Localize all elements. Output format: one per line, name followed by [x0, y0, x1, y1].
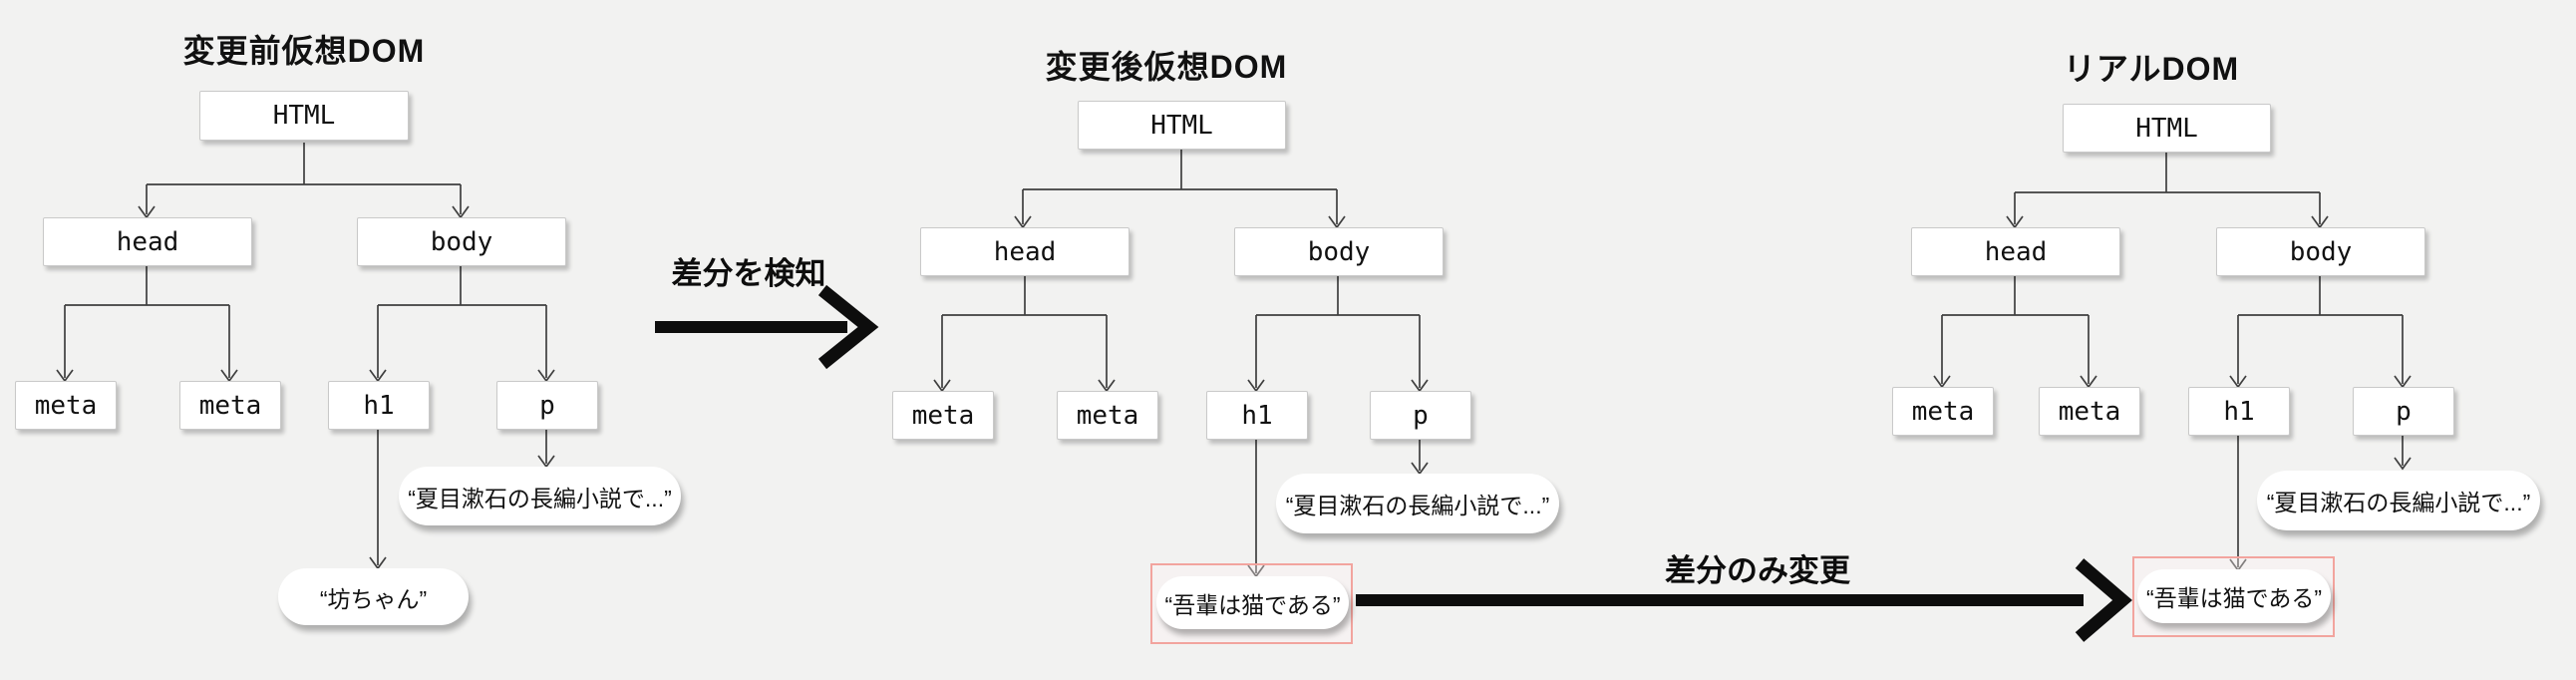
node-meta-2: meta — [179, 381, 281, 430]
node-h1: h1 — [1206, 391, 1308, 440]
node-h1: h1 — [2188, 387, 2290, 436]
node-head: head — [920, 227, 1129, 276]
node-meta-1: meta — [1892, 387, 1994, 436]
node-p: p — [496, 381, 598, 430]
diff-apply-arrow-icon — [1356, 558, 2132, 642]
tree-title: リアルDOM — [2063, 51, 2240, 87]
node-head: head — [43, 217, 252, 266]
node-meta-1: meta — [892, 391, 994, 440]
text-leaf-h1: “吾輩は猫である” — [2137, 569, 2331, 623]
tree-title: 変更後仮想DOM — [1045, 49, 1288, 85]
node-meta-1: meta — [15, 381, 117, 430]
diff-detect-arrow-icon — [655, 284, 879, 370]
text-leaf-h1: “坊ちゃん” — [278, 568, 469, 625]
node-head: head — [1911, 227, 2120, 276]
diff-detect-label: 差分を検知 — [671, 256, 826, 291]
node-body: body — [1234, 227, 1444, 276]
node-body: body — [357, 217, 566, 266]
node-html: HTML — [1078, 101, 1286, 150]
text-leaf-h1: “吾輩は猫である” — [1156, 576, 1349, 629]
text-leaf-p: “夏目漱石の長編小説で...” — [2257, 471, 2540, 530]
tree-real-connectors — [1933, 151, 2412, 572]
node-html: HTML — [2063, 104, 2271, 153]
text-leaf-p: “夏目漱石の長編小説で...” — [1276, 474, 1559, 533]
node-meta-2: meta — [1057, 391, 1158, 440]
node-body: body — [2216, 227, 2425, 276]
node-meta-2: meta — [2039, 387, 2140, 436]
node-p: p — [1370, 391, 1471, 440]
node-html: HTML — [199, 91, 409, 141]
text-leaf-p: “夏目漱石の長編小説で...” — [399, 467, 681, 525]
diff-apply-label: 差分のみ変更 — [1665, 553, 1850, 588]
node-h1: h1 — [328, 381, 430, 430]
tree-title: 変更前仮想DOM — [182, 33, 426, 69]
node-p: p — [2353, 387, 2454, 436]
